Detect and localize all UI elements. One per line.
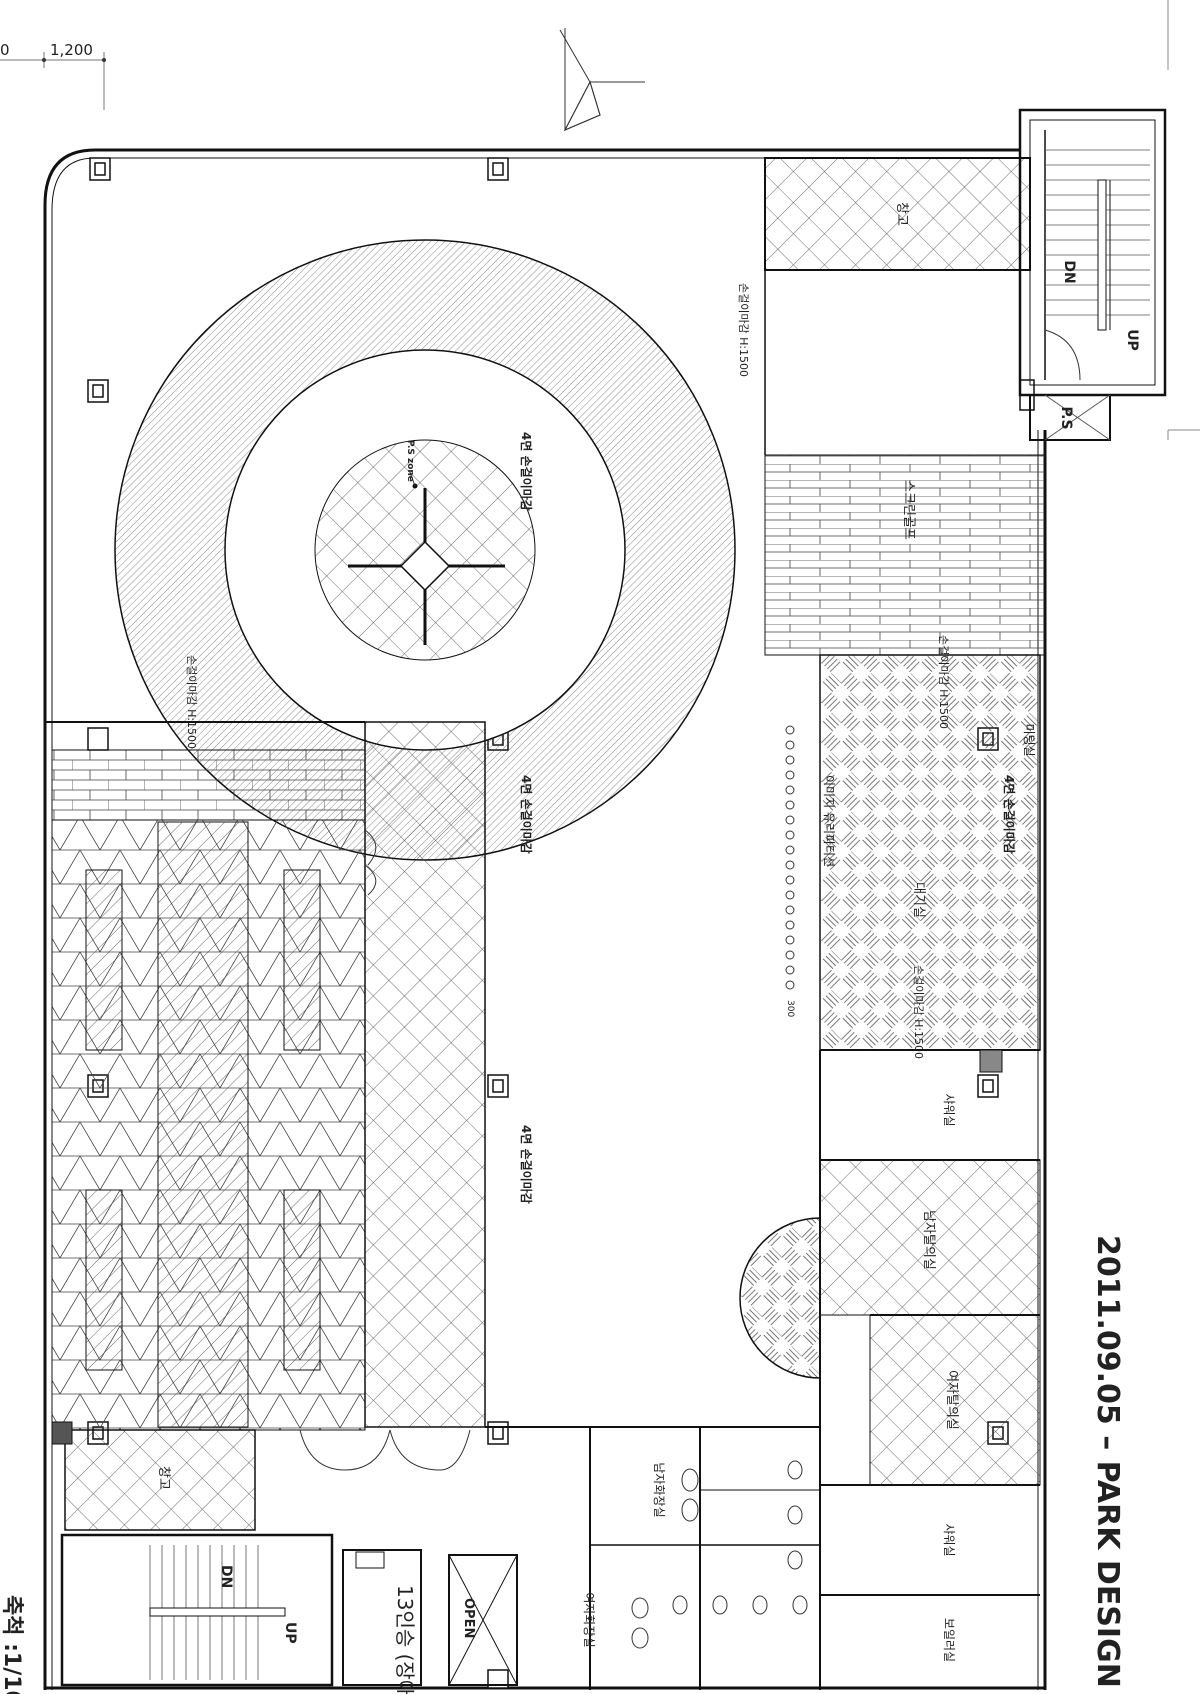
note-rail-golf: 손걸이마감 H:1500 [737, 283, 750, 377]
stair-top-right: DN UP [1018, 108, 1167, 397]
note-partition: 이미지 유리파티션 [822, 775, 836, 867]
note-rail-waiting-2: 손걸이마감 H:1500 [912, 965, 925, 1059]
room-womens-restroom: 여자화장실 [582, 1592, 596, 1647]
room-shower-2: 샤워실 [942, 1523, 956, 1556]
room-meeting: 미팅실 [1022, 723, 1036, 756]
room-storage-top: 창고 [894, 202, 909, 226]
note-rail-left: 손걸이마감 H:1500 [185, 655, 198, 749]
screen-golf-area: 스크린골프 손걸이마감 H:1500 [737, 270, 1046, 656]
storage-room-bottom: 창고 [51, 1421, 256, 1531]
stair-up-label-top: UP [1124, 329, 1140, 351]
room-womens-locker: 여자탈의실 [944, 1370, 959, 1430]
stair-dn-label-top: DN [1061, 260, 1077, 283]
drawing-title: 2011.09.05 – PARK DESIGN [1090, 1235, 1125, 1688]
note-finish-1: 4면 손걸이마감 [519, 432, 534, 511]
stair-up-label-bottom: UP [282, 1622, 298, 1644]
toilet-fixtures [631, 1460, 808, 1649]
room-boiler: 보일러실 [942, 1618, 956, 1662]
restroom-block [485, 1426, 820, 1690]
room-mens-locker: 남자탈의실 [921, 1210, 936, 1270]
waiting-room: 대기실 미팅실 4면 손걸이마감 손걸이마감 H:1500 손걸이마감 H:15… [785, 635, 1041, 1059]
ps-label: P.S [1058, 406, 1074, 429]
note-finish-2: 4면 손걸이마감 [519, 775, 534, 854]
room-elevator: 13인승 (장애인용) [393, 1585, 417, 1694]
left-hall [45, 721, 366, 1431]
note-finish-3: 4면 손걸이마감 [519, 1125, 534, 1204]
dimension-line: 0 1,200 [0, 41, 106, 110]
note-dim300: 300 [785, 1000, 795, 1017]
open-label: OPEN [461, 1598, 476, 1638]
note-finish-4: 4면 손걸이마감 [1002, 775, 1017, 854]
stair-dn-label-bottom: DN [218, 1565, 234, 1588]
central-corridor: 4면 손걸이마감 4면 손걸이마감 [364, 721, 534, 1428]
mens-locker-room: 남자탈의실 [819, 1159, 1041, 1316]
drawing-scale: 축척 :1/100 [0, 1595, 24, 1694]
dimension-left: 0 [0, 41, 10, 59]
circular-feature: P.S zone 4면 손걸이마감 손걸이마감 H:1500 [114, 239, 736, 861]
room-mens-restroom: 남자화장실 [652, 1462, 666, 1517]
room-waiting: 대기실 [911, 882, 926, 918]
entrance-doors [299, 1429, 471, 1471]
note-pszone: P.S zone [405, 440, 415, 482]
storage-room-top: 창고 [764, 157, 1031, 271]
ps-shaft: P.S [1019, 379, 1111, 441]
note-rail-waiting-1: 손걸이마감 H:1500 [937, 635, 950, 729]
north-arrow-icon [559, 28, 645, 132]
stair-bottom-left: DN UP [60, 1533, 334, 1687]
dimension-right: 1,200 [50, 41, 93, 59]
room-screen-golf: 스크린골프 [901, 480, 916, 540]
room-shower-1: 샤워실 [942, 1093, 956, 1126]
elevator: 13인승 (장애인용) [342, 1549, 422, 1694]
open-void: OPEN [448, 1554, 518, 1686]
entry-semicircle [739, 1217, 821, 1379]
womens-locker-room: 여자탈의실 [869, 1314, 1041, 1486]
room-storage-bottom: 창고 [156, 1466, 171, 1490]
